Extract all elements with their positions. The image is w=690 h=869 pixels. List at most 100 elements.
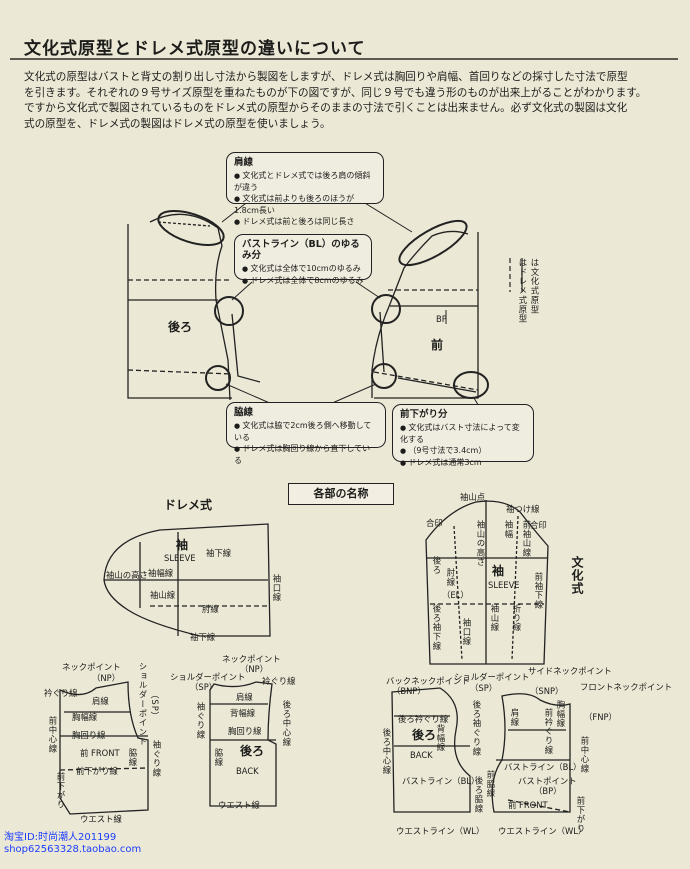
front-part-label: 胸幅線 [556,700,566,729]
back-part-label: 後ろ中心線 [282,700,292,747]
side-seam-note-box: 脇線 文化式は脇で2cm後ろ側へ移動している ドレメ式は胸回り線から直下している [226,402,386,465]
sleeve-part-label: 袖 [176,538,189,552]
intro-line: を引きます。それぞれの９号サイズ原型を重ねたものが下の図ですが、同じ９号でも違う… [24,86,647,99]
front-part-label: 前下がり線 [76,766,118,776]
sleeve-part-label: 肘線 [446,568,456,587]
back-part-label: 後ろ中心線 [382,728,392,775]
doreme-heading: ドレメ式 [164,498,213,512]
front-drop-note-item: ドレメ式は通常3cm [400,457,526,469]
bunka-back-outline [391,687,471,813]
front-part-label: 脇線 [128,748,138,767]
watermark-line: 淘宝ID:时尚潮人201199 [4,832,117,843]
back-part-label: （BNP） [392,686,426,696]
sleeve-part-label: 袖口線 [462,618,472,647]
sleeve-part-label: 後ろ [432,556,442,575]
front-part-label: （SP） [150,690,160,722]
sleeve-part-label: 後ろ袖下線 [432,604,442,651]
doreme-back-outline [209,681,277,807]
back-part-label: （SP） [190,682,218,692]
back-part-label: ウエスト線 [218,800,260,810]
intro-line: 式の原型を、ドレメ式の製図はドレメ式の原型を使いましょう。 [24,117,331,130]
bust-ease-note-title: バストライン（BL）のゆるみ分 [242,239,360,261]
bunka-front-outline [491,693,571,813]
front-drop-note-box: 前下がり分 文化式はバスト寸法によって変化する （9号寸法で3.4cm） ドレメ… [392,404,534,467]
front-label: 前 [431,338,444,352]
shoulder-note-box: 肩線 文化式とドレメ式では後ろ肩の傾斜が違う 文化式は前よりも後ろのほうが1.8… [226,152,384,226]
sleeve-part-label: 肘線 [202,604,219,614]
intro-text: 文化式の原型はバストと背丈の割り出し寸法から製図をしますが、ドレメ式は胸回りや肩… [24,70,664,132]
front-part-label: 肩線 [92,696,109,706]
front-part-label: バストポイント [518,776,577,786]
sleeve-part-label: 折り線 [512,604,522,633]
doreme-front-outline [59,681,149,815]
side-seam-note-item: ドレメ式は胸回り線から直下している [234,443,378,466]
front-part-label: ショルダーポイント [138,662,148,747]
back-part-label: （NP） [240,664,269,674]
front-drop-note-text: （9号寸法で3.4cm） [408,446,487,455]
sleeve-part-label: 袖山線 [150,590,176,600]
front-part-label: 前 FRONT [508,800,548,810]
back-part-label: バストライン（BL） [402,776,480,786]
sleeve-part-label: SLEEVE [488,580,520,590]
sleeve-part-label: （EL） [442,590,469,600]
back-bodice-outline [127,213,261,401]
front-drop-note-item: 文化式はバスト寸法によって変化する [400,422,526,445]
doreme-sleeve-outline [103,523,271,637]
back-part-label: 後ろ [240,744,265,758]
bust-ease-note-box: バストライン（BL）のゆるみ分 文化式は全体で10cmのゆるみ ドレメ式は全体で… [234,234,372,285]
back-part-label: 背幅線 [436,724,446,753]
front-part-label: （FNP） [584,712,617,722]
front-drop-note-item: （9号寸法で3.4cm） [400,445,526,457]
front-part-label: 前 FRONT [80,748,120,758]
sleeve-part-label: 袖つけ線 [506,504,540,514]
legend-doreme: はドレメ式原型 [518,258,528,324]
back-part-label: BACK [236,766,259,776]
page-title: 文化式原型とドレメ式原型の違いについて [24,39,366,59]
back-part-label: 後ろ衿ぐり線 [398,714,449,724]
sleeve-part-label: 袖山の高さ [476,520,486,567]
front-part-label: 前中心線 [580,736,590,774]
back-part-label: 背幅線 [230,708,256,718]
sleeve-part-label: 合印 [426,518,443,528]
sleeve-part-label: 袖幅 [504,520,514,539]
back-part-label: 衿ぐり線 [262,676,296,686]
front-drop-note-title: 前下がり分 [400,409,448,420]
front-part-label: （SNP） [530,686,564,696]
sleeve-part-label: 合印 [530,520,547,530]
front-part-label: （NP） [92,673,121,683]
back-part-label: ウエストライン（WL） [396,826,485,836]
back-part-label: バックネックポイント [386,676,470,686]
side-seam-note-item: 文化式は脇で2cm後ろ側へ移動している [234,420,378,443]
front-bodice-outline [371,230,479,399]
front-part-label: バストライン（BL） [504,762,582,772]
sleeve-part-label: 前袖山線 [522,520,532,558]
back-part-label: 胸回り線 [228,726,262,736]
sleeve-part-label: 袖下線 [190,632,216,642]
shoulder-note-title: 肩線 [234,157,254,168]
front-part-label: 胸幅線 [72,712,98,722]
front-part-label: 袖ぐり線 [152,740,162,778]
front-part-label: 前衿ぐり線 [544,708,554,755]
front-part-label: フロントネックポイント [580,682,673,692]
back-part-label: 後ろ [412,728,437,742]
watermark: 淘宝ID:时尚潮人201199 shop62563328.taobao.com [4,832,141,856]
front-part-label: ウエストライン（WL） [498,826,587,836]
title-divider [10,58,678,60]
front-part-label: 前脇線 [486,770,496,799]
back-part-label: （SP） [470,683,498,693]
sleeve-part-label: 袖山線 [490,604,500,633]
front-part-label: 肩線 [510,708,520,727]
back-part-label: ショルダーポイント [454,672,530,682]
bunka-sleeve-outline [425,500,549,665]
back-part-label: 後ろ脇線 [474,776,484,814]
sleeve-part-label: 前袖下線 [534,572,544,610]
back-part-label: ネックポイント [222,654,281,664]
sleeve-part-label: 袖山の高さ [106,570,148,580]
front-part-label: （BP） [534,786,562,796]
front-part-label: 胸回り線 [72,730,106,740]
sleeve-part-label: 袖口線 [272,574,282,603]
intro-line: ですから文化式で製図されているものをドレメ式の原型からそのままの寸法で引くことは… [24,102,628,115]
back-label: 後ろ [168,320,193,334]
